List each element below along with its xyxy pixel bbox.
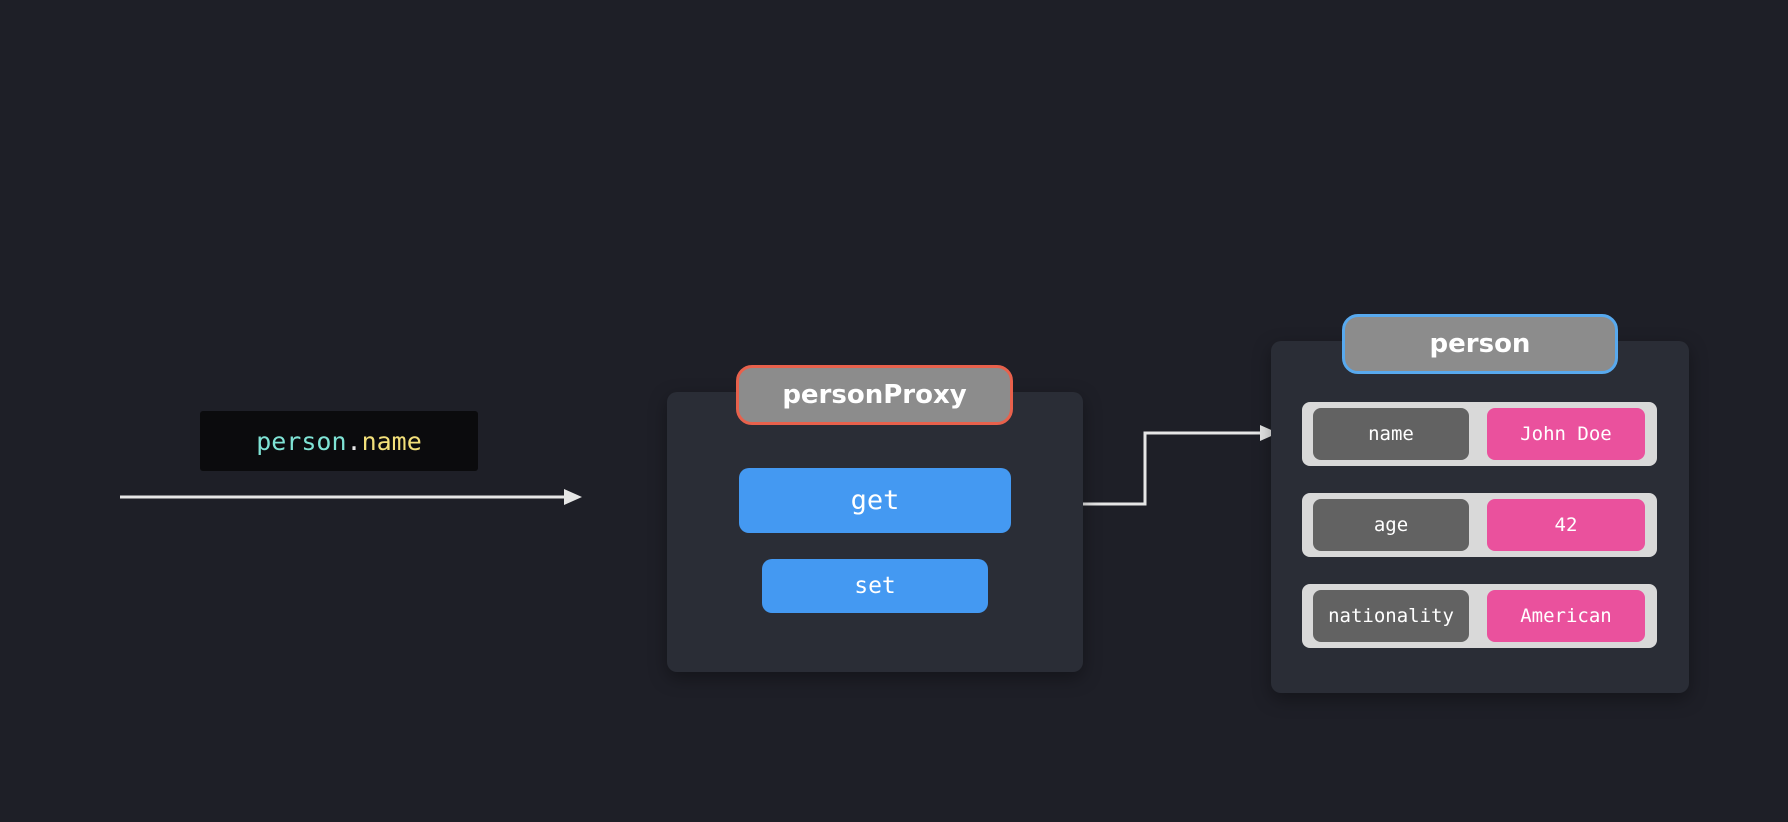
property-key: nationality (1313, 590, 1469, 642)
property-value: American (1487, 590, 1645, 642)
property-key: age (1313, 499, 1469, 551)
code-property-name: name (361, 426, 422, 456)
property-row-age: age 42 (1302, 493, 1657, 557)
property-value: 42 (1487, 499, 1645, 551)
code-dot: . (346, 426, 362, 456)
proxy-title: personProxy (736, 365, 1013, 425)
set-trap: set (762, 559, 988, 613)
person-title: person (1342, 314, 1618, 374)
property-row-nationality: nationality American (1302, 584, 1657, 648)
code-object-name: person (256, 426, 347, 456)
code-expression: person.name (200, 411, 478, 471)
get-to-person-arrow (1046, 425, 1278, 506)
get-trap: get (739, 468, 1011, 533)
property-row-name: name John Doe (1302, 402, 1657, 466)
input-arrow (120, 489, 582, 505)
property-value: John Doe (1487, 408, 1645, 460)
property-key: name (1313, 408, 1469, 460)
